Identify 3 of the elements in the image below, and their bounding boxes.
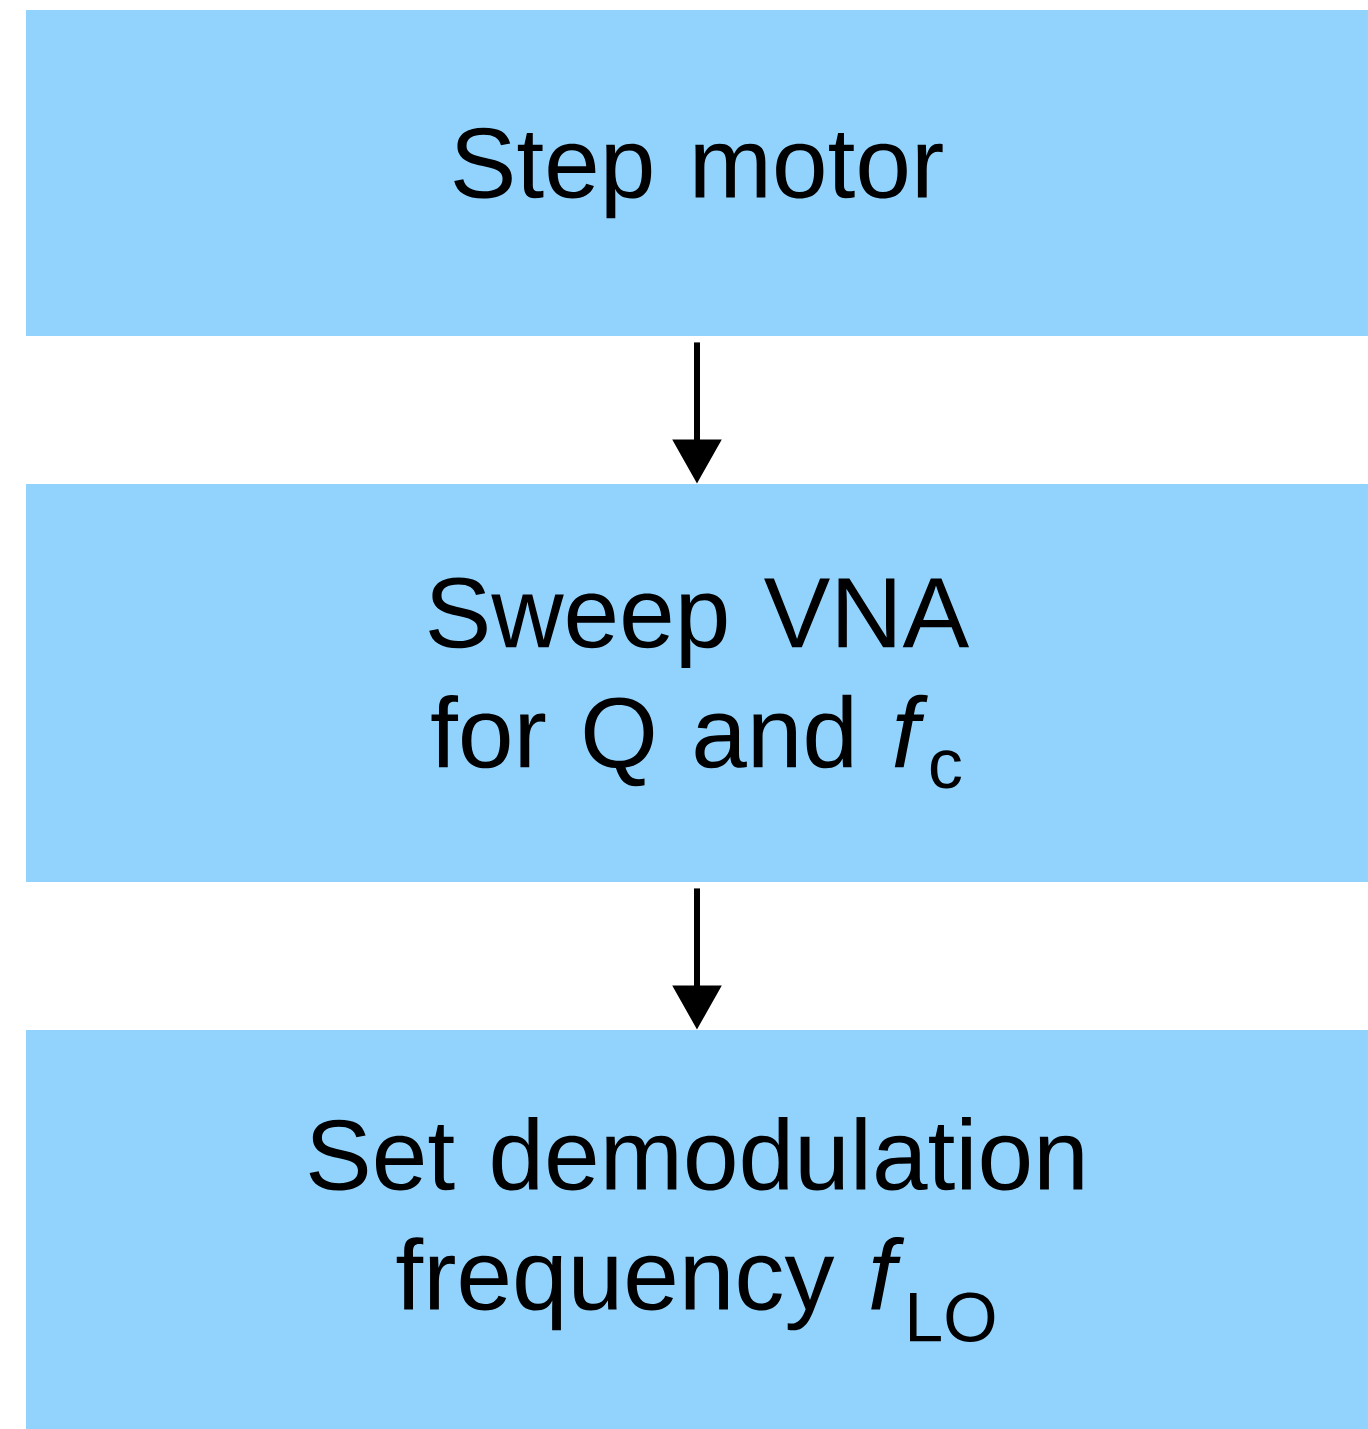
process-box: Sweep VNA for Q and f$_{c}$ <box>26 484 1368 882</box>
process-box: Step motor <box>26 10 1368 336</box>
process-box: Set demodulation frequency f$_{LO}$ <box>26 1030 1368 1429</box>
